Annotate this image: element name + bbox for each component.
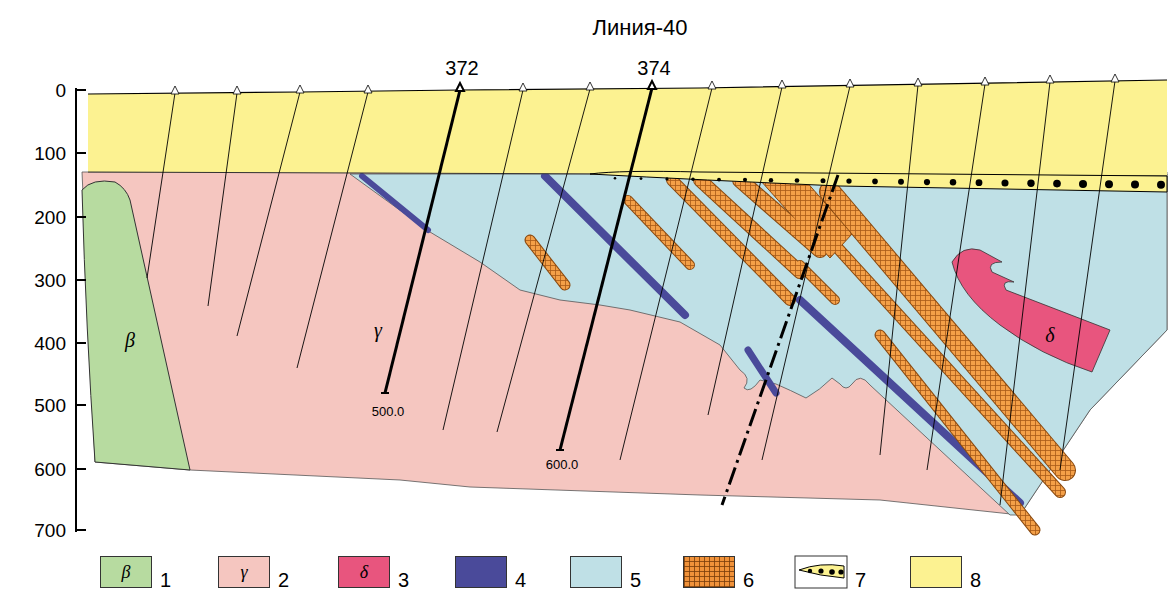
pebble [1157,181,1165,189]
depth-tick: 700 [34,521,66,540]
pebble [898,179,904,185]
granite-body [82,172,1167,515]
borehole [708,87,782,415]
borehole [1060,81,1115,470]
depth-tick: 100 [34,144,66,163]
pebble [821,178,826,183]
borehole-end [381,392,389,394]
borehole-mark [914,78,922,86]
pebble [1105,180,1113,188]
pebble [640,177,643,180]
legend-swatch [455,556,507,588]
pebble [1053,180,1061,188]
borehole-mark [648,81,656,89]
pebble [717,178,721,182]
borehole-mark [981,77,989,85]
pebble [795,178,800,183]
borehole-number: 372 [445,58,478,78]
borehole-depth: 500.0 [372,405,405,418]
depth-tick: 0 [55,81,66,100]
legend-symbol: γ [240,563,247,581]
legend-swatch [683,556,735,588]
conglomerate-lens [590,171,1167,192]
borehole-number: 374 [637,58,670,78]
pebble [614,177,617,180]
legend-number: 3 [398,570,409,590]
rock-symbol: δ [1045,325,1054,345]
fault-line [722,175,838,505]
borehole-mark [778,80,786,88]
rock-symbol: β [125,330,135,350]
depth-tick: 400 [34,334,66,353]
legend-swatch [910,556,962,588]
depth-tick: 200 [34,208,66,227]
depth-axis [76,88,86,532]
overburden [88,80,1167,176]
legend-number: 1 [160,570,171,590]
borehole [208,93,237,306]
borehole-depth: 600.0 [546,458,579,471]
pebble [924,179,930,185]
host-rock [350,174,1167,515]
borehole-mark [519,83,527,91]
conglomerate-dots [614,177,1165,189]
borehole-mark [1046,75,1054,83]
borehole [147,93,175,278]
borehole-mark [586,82,594,90]
borehole [1000,82,1050,505]
borehole [880,85,918,455]
pebble [743,178,747,182]
depth-tick: 600 [34,460,66,479]
pebble [872,179,878,185]
borehole [497,89,590,432]
pebble [1027,180,1034,187]
borehole [762,86,850,460]
section-title: Линия-40 [593,17,688,39]
legend-number: 6 [743,570,754,590]
borehole-mark [171,86,179,94]
conglomerate-sample [795,556,847,588]
borehole-mark [364,85,372,93]
legend-swatch [570,556,622,588]
pebble [769,178,773,182]
borehole-mark [296,85,304,93]
borehole-mark [846,79,854,87]
ore-body [530,180,1065,530]
borehole [927,84,985,470]
pebble [846,178,851,183]
borehole [237,92,300,336]
legend-number: 2 [278,570,289,590]
legend-number: 5 [630,570,641,590]
borehole-mark [456,83,464,91]
pebble [1001,179,1008,186]
legend-symbol: β [122,563,131,581]
ground-surface [88,80,1167,94]
ore-body-outline [530,180,1065,530]
pebble [691,177,695,181]
borehole [385,90,460,393]
pebble [976,179,983,186]
boreholes [147,74,1119,505]
depth-tick: 500 [34,396,66,415]
borehole [560,88,652,450]
rock-symbol: γ [374,320,382,340]
legend-number: 4 [515,570,526,590]
depth-tick: 300 [34,271,66,290]
pebble [1079,180,1087,188]
legend-number: 7 [855,570,866,590]
borehole-mark [1111,74,1119,82]
borehole-end [556,449,564,451]
pebble [665,177,668,180]
borehole [620,88,712,460]
legend-symbol: δ [360,563,368,581]
borehole-mark [233,86,241,94]
borehole-mark [708,81,716,89]
borehole [297,92,368,368]
pebble [950,179,957,186]
legend-number: 8 [970,570,981,590]
basite-body [82,181,190,470]
pebble [1131,181,1139,189]
